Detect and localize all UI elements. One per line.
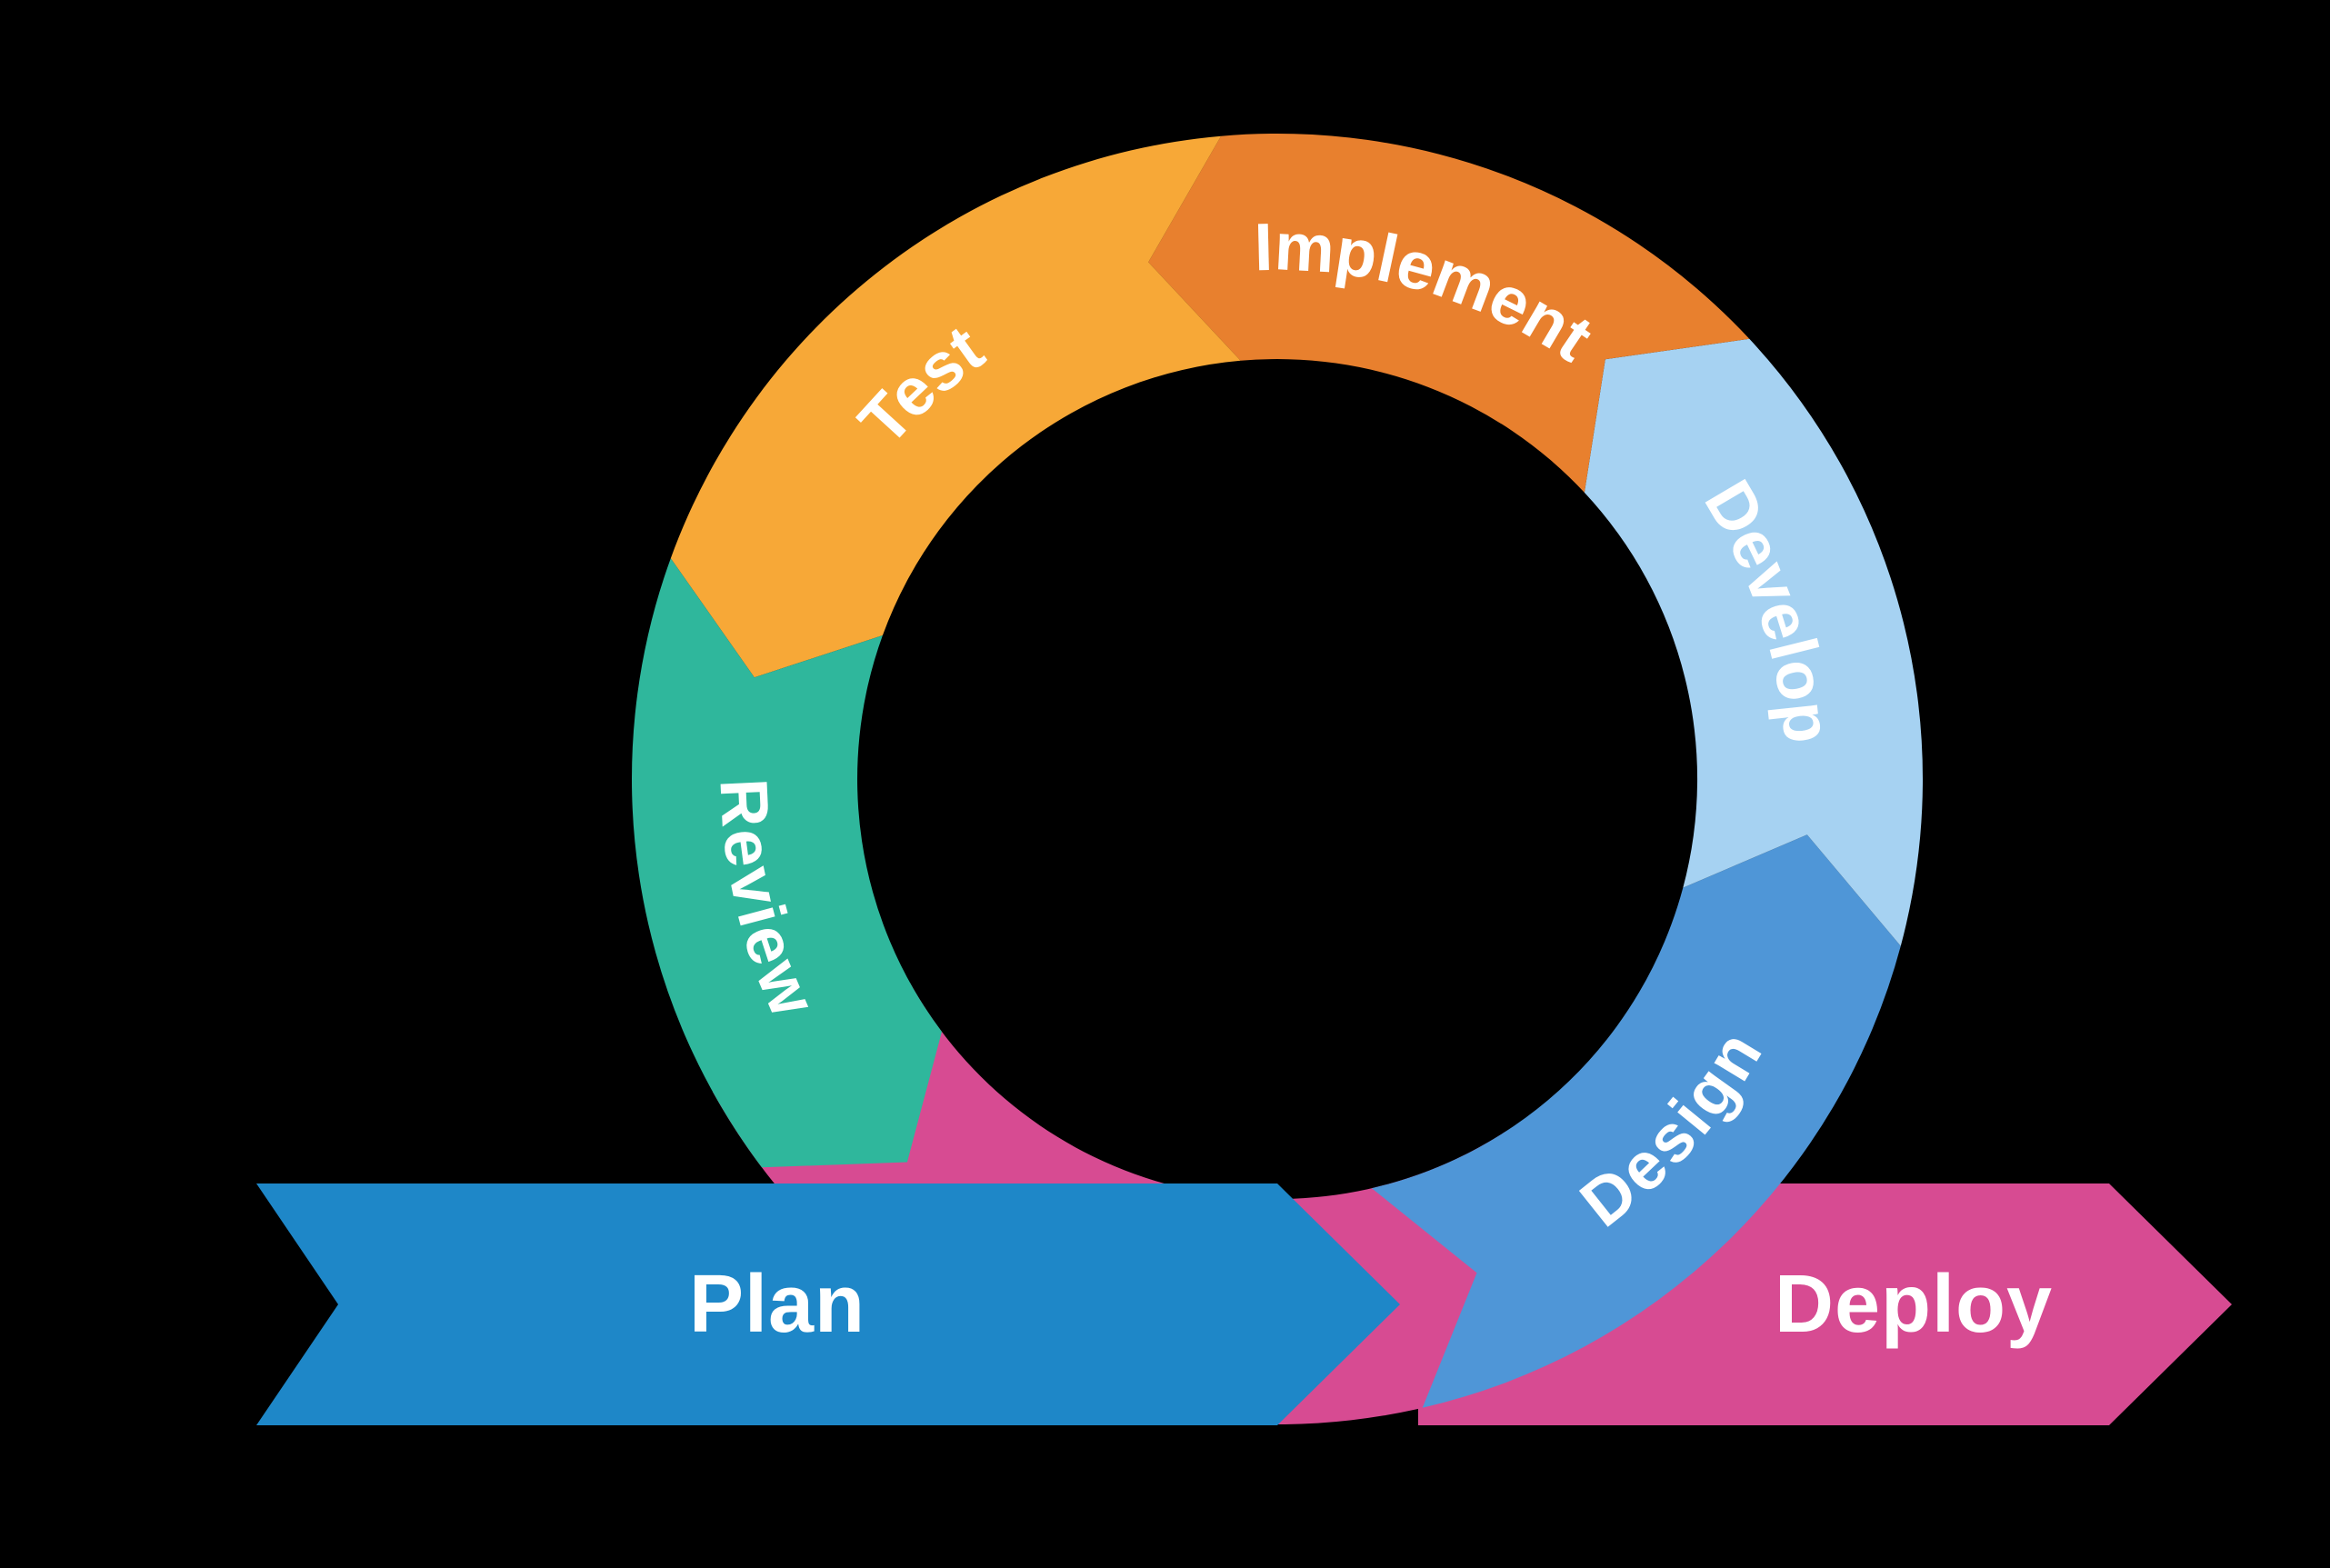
plan-arrow bbox=[256, 1183, 1400, 1425]
deploy-label: Deploy bbox=[1775, 1259, 2053, 1350]
plan-label: Plan bbox=[689, 1259, 865, 1350]
segment-review bbox=[632, 558, 942, 1168]
segment-implement bbox=[1148, 133, 1750, 493]
segment-develop bbox=[1584, 338, 1924, 946]
segment-design bbox=[1371, 834, 1901, 1408]
segment-test bbox=[670, 135, 1241, 678]
